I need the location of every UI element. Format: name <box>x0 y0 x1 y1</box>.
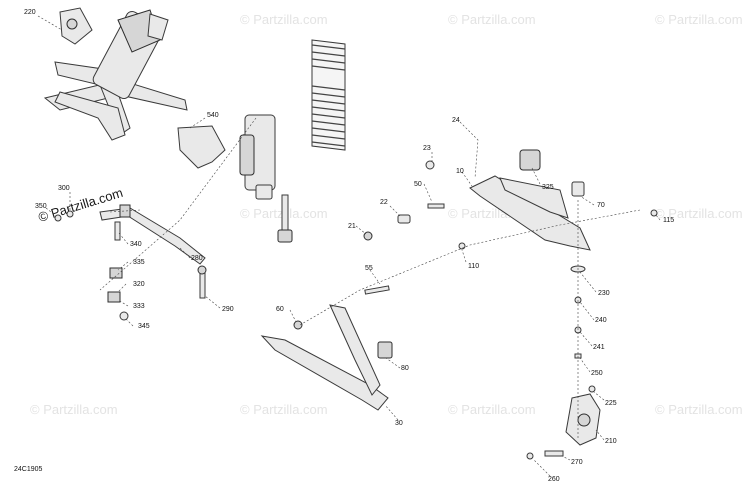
callout-340: 340 <box>130 241 142 248</box>
callout-260: 260 <box>548 476 560 483</box>
callout-10: 10 <box>456 168 464 175</box>
callout-345: 345 <box>138 323 150 330</box>
callout-350: 350 <box>35 203 47 210</box>
watermark: © Partzilla.com <box>655 12 743 27</box>
callout-241: 241 <box>593 344 605 351</box>
callout-23: 23 <box>423 145 431 152</box>
coil-spring <box>311 39 346 151</box>
callout-50: 50 <box>414 181 422 188</box>
callout-300: 300 <box>58 185 70 192</box>
callout-230: 230 <box>598 290 610 297</box>
callout-110: 110 <box>468 263 479 270</box>
watermark: © Partzilla.com <box>240 12 328 27</box>
callout-333: 333 <box>133 303 145 310</box>
callout-280: 280 <box>191 255 203 262</box>
callout-270: 270 <box>571 459 583 466</box>
callout-60: 60 <box>276 306 284 313</box>
callout-290: 290 <box>222 306 234 313</box>
callout-250: 250 <box>591 370 603 377</box>
assembled-suspension-illustration <box>43 7 188 141</box>
callout-115: 115 <box>663 217 674 224</box>
callout-320: 320 <box>133 281 145 288</box>
callout-225: 225 <box>605 400 617 407</box>
callout-220: 220 <box>24 9 36 16</box>
callout-21: 21 <box>348 223 356 230</box>
callout-335: 335 <box>133 259 145 266</box>
shock-absorber <box>177 114 293 243</box>
callout-80: 80 <box>401 365 409 372</box>
callout-240: 240 <box>595 317 607 324</box>
watermark: © Partzilla.com <box>655 402 743 417</box>
spindle-stack <box>526 265 601 460</box>
watermark: © Partzilla.com <box>655 206 743 221</box>
callout-labels: 220 540 300 350 340 335 320 333 345 280 … <box>24 9 674 483</box>
callout-210: 210 <box>605 438 617 445</box>
watermark: © Partzilla.com <box>240 402 328 417</box>
callout-70: 70 <box>597 202 605 209</box>
callout-540: 540 <box>207 112 219 119</box>
diagram-code: 24C1905 <box>14 466 43 473</box>
callout-22: 22 <box>380 199 388 206</box>
leader-lines <box>37 15 661 477</box>
watermark: © Partzilla.com <box>30 402 118 417</box>
lower-a-arm <box>260 285 393 411</box>
watermark: © Partzilla.com <box>448 12 536 27</box>
sway-bar-group <box>54 204 207 321</box>
watermark: © Partzilla.com <box>448 402 536 417</box>
upper-a-arm <box>363 149 658 251</box>
callout-24: 24 <box>452 117 460 124</box>
callout-30: 30 <box>395 420 403 427</box>
callout-325: 325 <box>542 184 554 191</box>
callout-55: 55 <box>365 265 373 272</box>
